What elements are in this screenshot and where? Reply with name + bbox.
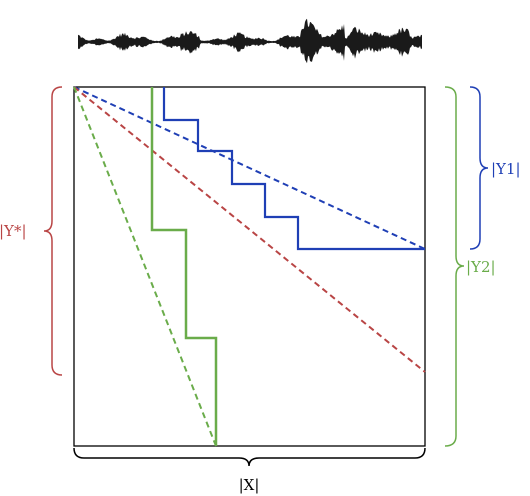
alignment-matrix-frame — [73, 86, 426, 447]
x-brace — [73, 447, 426, 467]
y-star-brace — [43, 86, 63, 376]
y2-label: |Y2| — [466, 258, 496, 276]
y2-brace — [444, 86, 465, 447]
y-star-label: |Y*| — [0, 222, 27, 240]
y-star-diagonal-dashed — [73, 86, 426, 373]
y2-diagonal-dashed — [73, 86, 217, 447]
audio-waveform — [78, 18, 422, 64]
y1-alignment-path — [162, 87, 425, 251]
x-label: |X| — [239, 476, 260, 494]
y1-label: |Y1| — [491, 160, 521, 178]
y1-diagonal-dashed — [73, 86, 426, 250]
y1-brace — [469, 86, 489, 250]
y2-alignment-path — [150, 87, 218, 446]
